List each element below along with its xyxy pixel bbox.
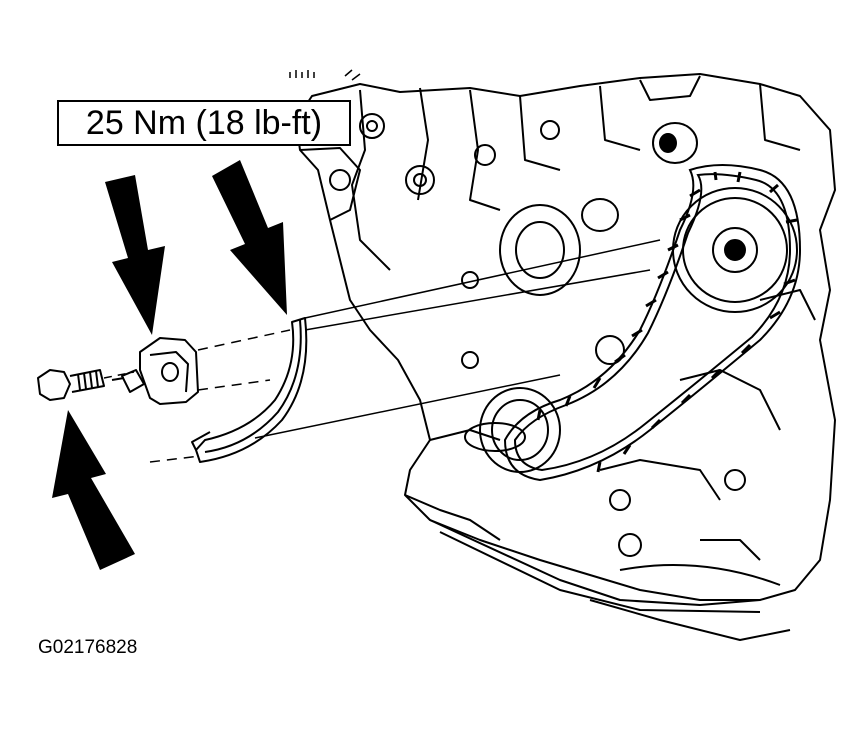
figure-id: G02176828	[38, 637, 138, 658]
idler-pulley	[652, 122, 698, 164]
arrow-bolt	[52, 410, 135, 570]
torque-label: 25 Nm (18 lb-ft)	[85, 103, 323, 142]
chain-tensioner	[111, 337, 199, 405]
assembly-lines	[103, 239, 661, 463]
torque-callout: 25 Nm (18 lb-ft)	[57, 100, 351, 146]
hatch-marks	[289, 69, 361, 81]
camshaft-sprocket	[672, 187, 798, 313]
chain-guide	[191, 317, 308, 463]
engine-block	[295, 73, 836, 641]
arrow-tensioner	[105, 175, 165, 335]
bolt	[37, 369, 105, 401]
arrow-guide	[212, 160, 287, 315]
timing-chain	[503, 164, 802, 482]
